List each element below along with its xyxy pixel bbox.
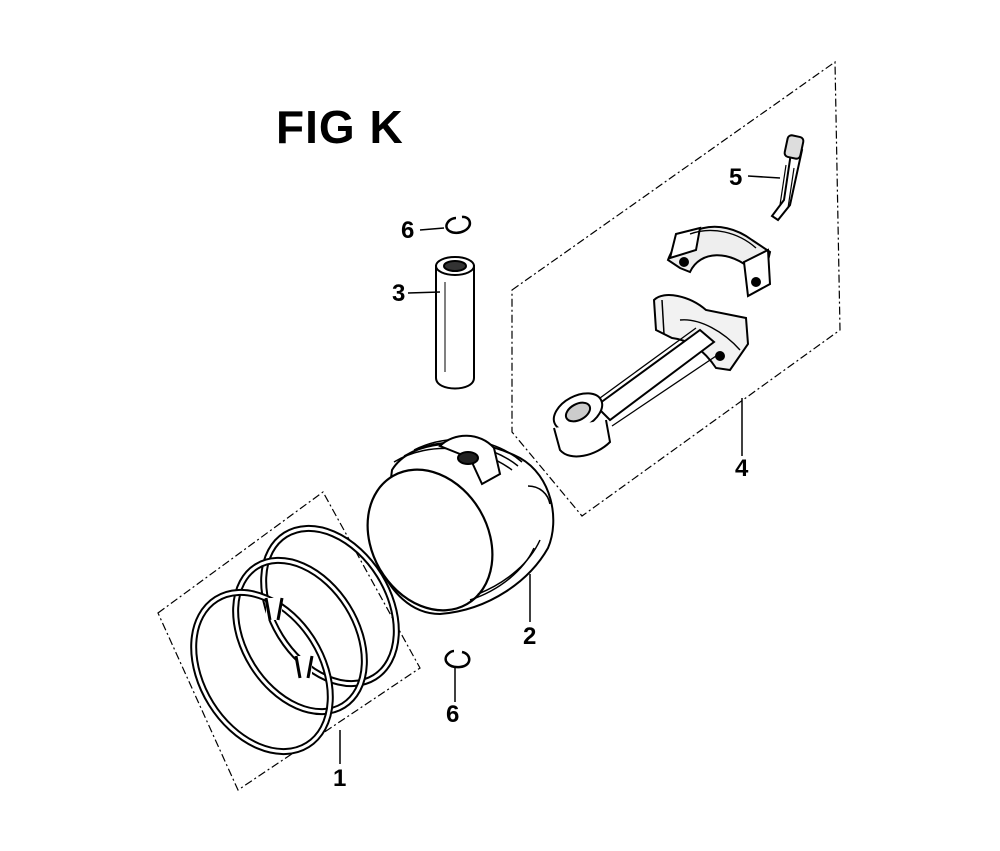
callout-label-piston-rings: 1 bbox=[333, 765, 347, 792]
figure-title: FIG K bbox=[276, 101, 404, 153]
rod-bolt-part bbox=[770, 134, 805, 222]
callout-label-pin-clip-top: 6 bbox=[401, 217, 415, 244]
piston-ring-group-box bbox=[157, 491, 421, 791]
callout-label-rod-bolt: 5 bbox=[729, 164, 743, 191]
piston-rings-part bbox=[190, 524, 400, 756]
rod-cap-part bbox=[666, 225, 772, 298]
callout-label-piston-pin: 3 bbox=[392, 280, 406, 307]
pin-clip-bottom-part bbox=[444, 649, 471, 669]
callout-leader-3 bbox=[407, 291, 441, 294]
connecting-rod-part bbox=[552, 294, 750, 458]
callout-label-connecting-rod: 4 bbox=[735, 455, 749, 482]
callout-leader-5 bbox=[747, 175, 781, 179]
connecting-rod-group-box bbox=[511, 60, 841, 517]
piston-part bbox=[366, 434, 555, 616]
piston-pin-part bbox=[435, 256, 475, 390]
callout-label-pin-clip-bottom: 6 bbox=[446, 701, 460, 728]
callout-leader-6-top bbox=[419, 227, 445, 231]
callout-label-piston: 2 bbox=[523, 623, 537, 650]
pin-clip-top-part bbox=[445, 215, 472, 235]
